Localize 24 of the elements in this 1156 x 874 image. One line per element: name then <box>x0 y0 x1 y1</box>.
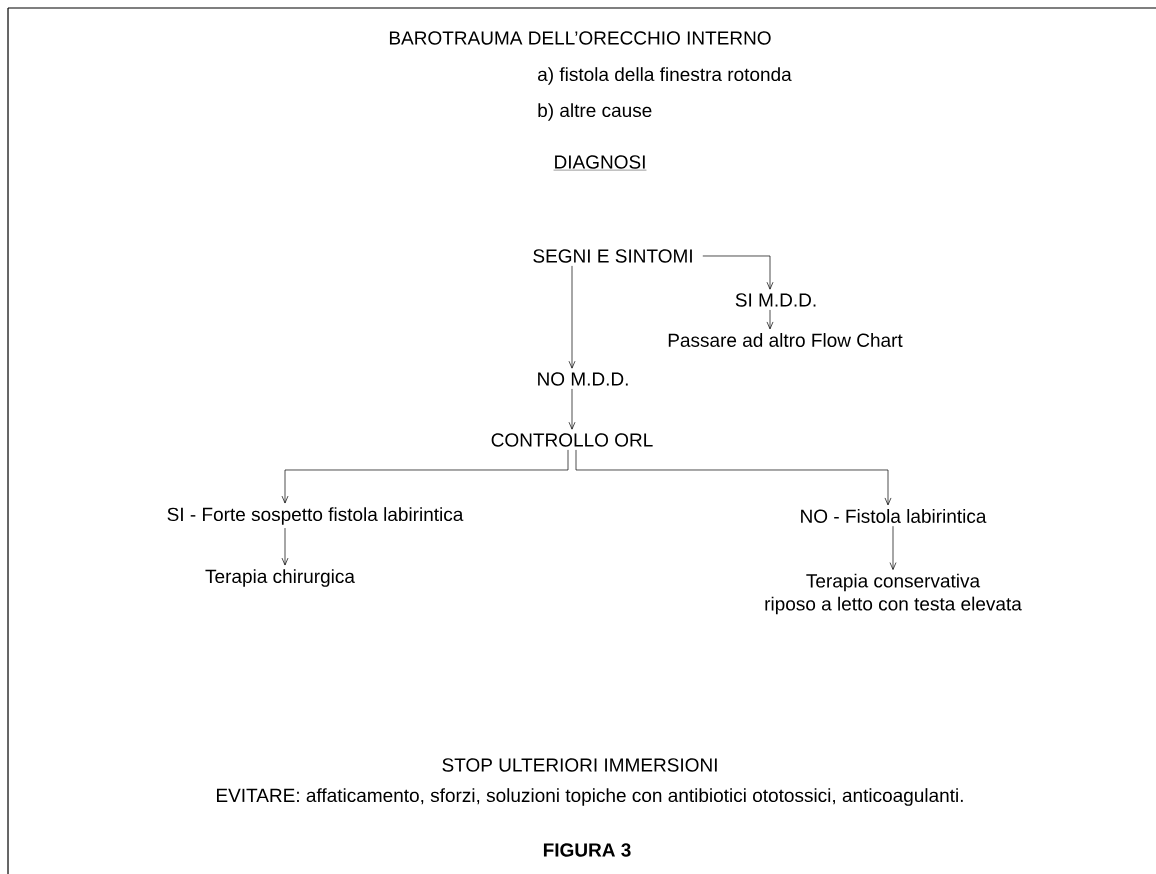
figure-caption: FIGURA 3 <box>543 843 631 857</box>
note-text: STOP ULTERIORI IMMERSIONI <box>442 758 717 772</box>
step-text: NO - Fistola labirintica <box>801 509 987 523</box>
step-text: Terapia chirurgica <box>205 569 355 587</box>
arrow <box>702 255 774 290</box>
note-text: DIAGNOSI <box>553 155 647 171</box>
step-text: Terapia conservativa riposo a letto con testa elevata <box>765 573 1022 615</box>
arrow <box>568 265 576 369</box>
step-text: SI M.D.D. <box>735 293 816 307</box>
note-text: a) fistola della finestra rotonda <box>538 67 792 85</box>
arrow <box>281 527 289 566</box>
arrow <box>568 388 576 430</box>
title: BAROTRAUMA DELL’ORECCHIO INTERNO <box>389 31 771 45</box>
arrow <box>575 449 892 506</box>
step-text: SI - Forte sospetto fistola labirintica <box>167 507 464 525</box>
arrow <box>281 449 569 504</box>
arrow <box>766 309 774 330</box>
step-text: CONTROLLO ORL <box>491 433 653 447</box>
step-text: SEGNI E SINTOMI <box>533 249 692 263</box>
note-text: EVITARE: affaticamento, sforzi, soluzioni topiche con antibiotici ototossici, anticoagulanti. <box>217 788 963 806</box>
note-text: b) altre cause <box>538 103 652 121</box>
arrow <box>889 525 897 570</box>
step-text: Passare ad altro Flow Chart <box>668 333 903 347</box>
step-text: NO M.D.D. <box>538 372 628 386</box>
